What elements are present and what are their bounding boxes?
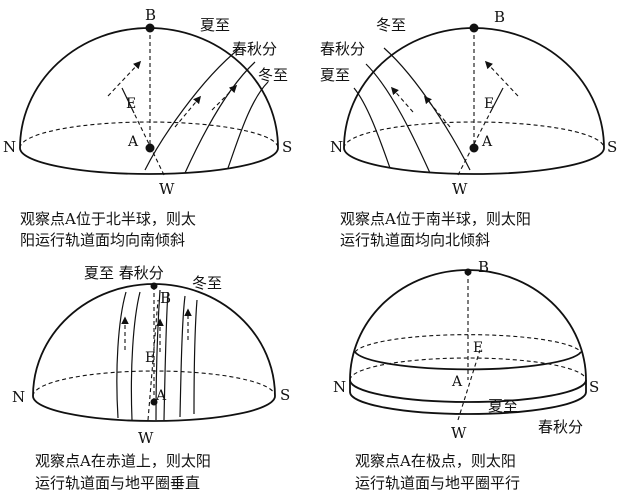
zenith-point [150, 282, 158, 290]
label-south: S [280, 386, 290, 404]
label-observer: A [155, 388, 167, 404]
label-equinox: 春秋分 [232, 40, 277, 58]
east-west-line [133, 112, 165, 176]
label-west: W [451, 424, 467, 442]
sun-path-summer-left [116, 291, 127, 419]
label-zenith: B [494, 8, 505, 26]
label-south: S [282, 138, 292, 156]
label-observer: A [481, 134, 493, 150]
caption-line-2: 运行轨道面与地平圈平行 [355, 474, 520, 492]
panel-northern-hemisphere: B N S W E A 夏至 春秋分 冬至 观察点A位于北半球，则太 阳运行轨道… [3, 6, 292, 249]
equinox-path [349, 380, 587, 415]
caption-line-2: 运行轨道面与地平圈垂直 [35, 474, 200, 492]
sun-path-equinox-right [163, 291, 169, 421]
observer-point [150, 398, 158, 406]
label-south: S [607, 138, 617, 156]
observer-point [469, 143, 479, 153]
arrow-winter [211, 84, 238, 111]
sun-path-winter-left [179, 295, 186, 418]
sun-path-winter [227, 81, 269, 169]
label-east: E [145, 350, 155, 366]
label-west: W [452, 180, 468, 198]
label-zenith: B [160, 289, 171, 307]
label-north: N [3, 138, 16, 156]
label-east: E [126, 96, 136, 112]
zenith-point [145, 23, 155, 33]
label-zenith: B [478, 258, 489, 276]
sun-path-winter [383, 47, 471, 171]
label-summer-solstice: 夏至 [320, 66, 350, 84]
label-winter-solstice: 冬至 [376, 16, 406, 34]
label-equinox: 春秋分 [538, 418, 583, 436]
label-summer-solstice: 夏至 [200, 16, 230, 34]
panel-equator: B N S W E A 夏至 春秋分 冬至 观察点A在赤道上，则太阳 运行轨道面… [12, 264, 290, 492]
sun-path-equinox [365, 63, 431, 174]
arrow-equinox [174, 95, 201, 128]
east-west-line-upper [121, 87, 135, 114]
summer-path-back [354, 334, 582, 353]
horizon-front [32, 395, 276, 422]
horizon-front [19, 147, 279, 175]
panel-pole: B N S W E A 夏至 春秋分 观察点A在极点，则太阳 运行轨道面与地平圈… [333, 258, 599, 492]
caption-line-2: 运行轨道面均向北倾斜 [340, 231, 490, 249]
label-west: W [138, 429, 154, 447]
label-observer: A [127, 134, 139, 150]
label-winter-solstice: 冬至 [192, 274, 222, 292]
east-west-line-upper [489, 87, 504, 114]
label-west: W [159, 180, 175, 198]
sun-path-summer [144, 47, 241, 171]
horizon-front [349, 379, 587, 403]
label-south: S [589, 378, 599, 396]
caption-line-1: 观察点A在极点，则太阳 [355, 452, 516, 470]
horizon-back [19, 121, 279, 149]
east-west-line [457, 349, 481, 421]
panel-southern-hemisphere: B N S W E A 冬至 春秋分 夏至 观察点A位于南半球，则太阳 运行轨道… [320, 8, 617, 249]
caption-line-1: 观察点A位于北半球，则太 [20, 210, 196, 228]
caption-line-2: 阳运行轨道面均向南倾斜 [20, 231, 185, 249]
sun-path-equinox [184, 61, 256, 174]
caption-line-1: 观察点A在赤道上，则太阳 [35, 452, 211, 470]
summer-path-front [354, 351, 582, 371]
sun-path-summer-right [130, 291, 141, 421]
label-observer: A [451, 374, 463, 390]
caption-line-1: 观察点A位于南半球，则太阳 [340, 210, 531, 228]
observer-point [145, 143, 155, 153]
arrow-summer [390, 86, 414, 113]
horizon-front [343, 147, 605, 175]
zenith-point [469, 23, 479, 33]
label-winter-solstice: 冬至 [258, 66, 288, 84]
label-east: E [484, 96, 494, 112]
label-east: E [473, 340, 483, 356]
label-north: N [12, 388, 25, 406]
label-summer-solstice: 夏至 [488, 397, 518, 415]
arrow-winter [484, 60, 519, 97]
sun-path-winter-right [193, 299, 198, 415]
horizon-back [349, 357, 587, 381]
east-west-line [457, 112, 491, 176]
label-summer-equinox: 夏至 春秋分 [84, 264, 164, 282]
sun-path-summer [353, 87, 391, 169]
label-equinox: 春秋分 [320, 40, 365, 58]
label-north: N [333, 378, 346, 396]
zenith-point [464, 268, 472, 276]
label-north: N [330, 138, 343, 156]
label-zenith: B [145, 6, 156, 24]
arrow-summer [107, 60, 142, 97]
